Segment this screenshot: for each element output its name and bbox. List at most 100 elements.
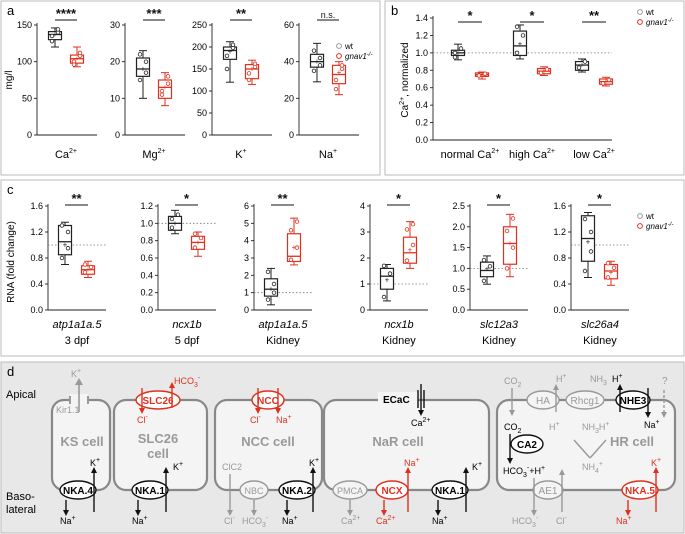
nhe3-label: NHE3 [620,396,647,407]
b-mut-box-2-mean-marker: + [604,77,609,86]
c-wt-box-4-point [481,278,487,284]
k-ion-label: K [71,369,77,379]
c-wt-box-0-point [65,229,71,235]
wt-box-2-point [224,66,230,72]
svg-text:Na+: Na+ [60,515,76,526]
b-wt-box-0-mean-marker: + [456,48,461,57]
y-tick-label: 1.0 [452,263,465,273]
y-tick-label: 0.5 [452,284,465,294]
wt-box-1-point [137,52,143,57]
b-y-tick-label: 1.2 [415,30,428,40]
svg-text:NKA.1: NKA.1 [135,486,165,497]
c-mut-box-1-point [198,235,204,241]
svg-text:K+: K+ [472,461,482,472]
c-mut-box-3-point [410,221,416,227]
sig-a-2-label: ** [236,6,247,21]
c-mut-box-0-mean-marker: + [86,265,91,274]
y-tick-label: 50 [197,108,207,118]
y-tick-label: 0.0 [140,305,153,315]
sig-a-1-label: *** [146,6,162,21]
sig-a-3-label: n.s. [321,10,336,20]
y-tick-label: 0.4 [140,270,153,280]
svg-text:CO2: CO2 [504,376,522,389]
c-wt-box-3-mean-marker: + [385,276,390,285]
ha-label: HA [536,396,550,407]
c-mut-box-1-mean-marker: + [196,238,201,247]
c-wt-box-0-mean-marker: + [63,241,68,250]
c-wt-box-0-point [59,255,65,261]
x-category-label: K+ [235,148,246,161]
c-wt-box-4-point [481,257,487,263]
c-mut-box-4-point [510,245,516,250]
panel-d-label: d [7,364,14,379]
c-wt-box-1-point [175,212,181,217]
nbc-label: NBC [244,486,264,496]
legend-mut-label: gnav1-/- [646,18,673,27]
nar-cell-name: NaR cell [372,434,423,449]
c-mut-box-0-point [82,262,88,267]
c-wt-box-3-point [387,271,393,276]
c-mut-box-2-box [286,233,302,263]
y-tick-label: 20 [284,93,294,103]
mut-box-0-mean-marker: + [75,54,80,63]
wt-box-2-point [224,53,230,58]
y-tick-label: 150 [192,64,207,74]
slc26-cell-name: SLC26 [138,431,178,446]
c-wt-box-2-point [271,281,277,287]
c-mut-box-4-point [504,266,510,271]
b-x-category-label: low Ca2+ [573,148,615,161]
b-mut-box-0-mean-marker: + [480,70,485,79]
legend-wt-label: wt [344,42,354,51]
sig-c-2-label: ** [277,191,288,206]
wt-box-1-point [137,77,143,83]
legend-mut-marker [637,223,643,229]
svg-text:Cl-: Cl- [137,414,149,425]
y-tick-label: 2.5 [452,201,465,211]
y-tick-label: 100 [17,57,32,67]
wt-box-1-mean-marker: + [141,65,146,74]
c-wt-box-2-point [265,297,271,302]
panel-c-label: c [7,182,14,197]
y-tick-label: 0.8 [553,253,566,263]
wt-box-3-point [317,63,323,68]
y-tick-label: 0.4 [30,279,43,289]
y-tick-label: 3 [244,253,249,263]
svg-text:NH3: NH3 [590,374,607,387]
y-tick-label: 4 [244,236,249,246]
panel-a-charts: mg/l050100150++****Ca2+0102030++***Mg2+0… [4,6,372,161]
b-x-category-label: normal Ca2+ [441,148,500,161]
c-mut-box-1-point [192,231,198,236]
y-tick-label: 0 [27,130,32,140]
x-category-label: Na+ [319,148,337,161]
svg-text:Na+: Na+ [616,515,632,526]
condition-label: Kidney [482,335,516,347]
c-wt-box-1-point [169,216,175,222]
legend-wt-marker [637,213,643,219]
mut-box-3-mean-marker: + [337,68,342,77]
mut-box-1-point [165,74,171,79]
mut-box-1-point [165,81,171,86]
y-tick-label: 20 [110,57,120,67]
c-wt-box-5-point [582,216,588,222]
rhcg1-label: Rhcg1 [571,396,600,407]
y-tick-label: 1.2 [553,227,566,237]
c-mut-box-3-mean-marker: + [408,246,413,255]
y-tick-label: 3 [360,227,365,237]
y-tick-label: 6 [244,201,249,211]
b-wt-box-0-point [452,50,458,56]
legend-wt-label: wt [645,8,655,17]
clc2-label: ClC2 [222,462,242,472]
c-mut-box-5-point [611,265,617,270]
svg-text:Na+: Na+ [404,457,420,468]
nka2-label: NKA.2 [282,486,312,497]
panel-a-label: a [7,3,15,18]
mut-box-1-mean-marker: + [163,83,168,92]
slc26-label: SLC26 [142,396,174,407]
nhe3-exchanger [615,390,651,410]
c-wt-box-0-point [65,246,71,251]
